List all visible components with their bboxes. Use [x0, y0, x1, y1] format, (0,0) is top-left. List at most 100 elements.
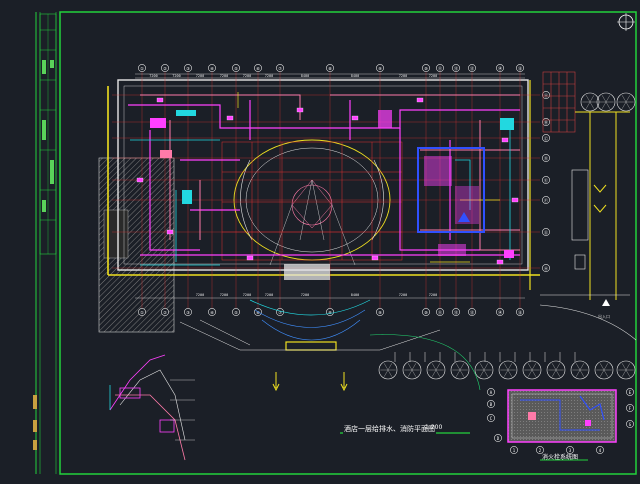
sub-axis-bubble-label: B	[490, 402, 493, 407]
riser-diagram	[109, 354, 195, 461]
fire-hydrants	[136, 97, 519, 265]
tree-branch	[531, 363, 536, 371]
equipment-blocks	[150, 110, 514, 280]
hydrant-cabinet	[501, 137, 509, 143]
tree-branch	[602, 95, 607, 103]
top-axis-bubble-circle	[232, 64, 240, 72]
tree-branch	[600, 363, 605, 371]
tree-icon	[616, 360, 636, 380]
top-axis-bubble-label: ⑧	[328, 66, 332, 71]
sub-axis-bubble-circle	[626, 388, 634, 396]
top-axis-bubble-label: ⑪	[438, 65, 442, 71]
top-axis-bubble-label: ⑥	[256, 66, 260, 71]
adjacent-building-hatch	[98, 157, 175, 333]
top-axis-bubble-circle	[422, 64, 430, 72]
sub-axis-bubble-circle	[487, 400, 495, 408]
sub-axis-bubble-circle	[487, 388, 495, 396]
tree-branch	[384, 363, 389, 371]
tree-branch	[625, 95, 630, 103]
tree-icon	[570, 360, 590, 380]
hydrant-cabinet	[246, 255, 254, 261]
bottom-axis-bubble-label: ⑩	[424, 310, 428, 315]
top-axis-bubble-circle	[184, 64, 192, 72]
tree-branch	[603, 369, 608, 377]
right-axis-bubble-circle	[542, 264, 550, 272]
right-axis-bubble-circle	[542, 91, 550, 99]
right-axis-bubble-label: Ⓔ	[544, 177, 548, 183]
road-label: 出入口	[598, 313, 610, 319]
bottom-axis-bubble-circle	[468, 308, 476, 316]
tree-branch	[504, 369, 509, 377]
tree-branch	[456, 369, 461, 377]
bottom-axis-bubble-circle	[452, 308, 460, 316]
bottom-axis-bubble-circle	[232, 308, 240, 316]
fire-pipes	[130, 130, 511, 266]
yellow-pipes	[237, 92, 500, 263]
right-axis-bubble-label: Ⓑ	[544, 119, 548, 125]
bottom-dim-text: 7200	[301, 293, 309, 297]
revision-stamps	[33, 395, 37, 450]
sub-axis-bubble-label: 1	[513, 448, 516, 453]
landscape-trees	[378, 92, 636, 380]
tree-branch	[622, 363, 627, 371]
sub-axis-bubble-circle	[487, 414, 495, 422]
hydrant-cabinet	[371, 255, 379, 261]
sub-axis-bubble-circle	[494, 434, 502, 442]
sub-axis-bubble-label: E	[629, 390, 632, 395]
sub-axis-bubble-circle	[510, 446, 518, 454]
tree-branch	[605, 95, 610, 103]
right-axis-bubble-label: Ⓖ	[544, 229, 548, 235]
sub-axis-bubble-label: 4	[599, 448, 602, 453]
hydrant-cabinet	[156, 97, 164, 103]
tree-branch	[622, 101, 627, 109]
top-axis-bubble-circle	[496, 64, 504, 72]
pump-room	[417, 147, 485, 233]
hydrant-cabinet	[136, 177, 144, 183]
top-axis-bubble-label: ③	[186, 66, 190, 71]
tree-branch	[432, 363, 437, 371]
tree-branch	[579, 363, 584, 371]
tree-branch	[555, 369, 560, 377]
tree-branch	[507, 369, 512, 377]
tree-branch	[384, 369, 389, 377]
sub-axis-bubble-label: 3	[569, 448, 572, 453]
tree-icon	[498, 360, 518, 380]
tree-icon	[402, 360, 422, 380]
tree-branch	[459, 363, 464, 371]
tree-branch	[507, 363, 512, 371]
tree-branch	[480, 369, 485, 377]
driveway	[575, 111, 630, 300]
bottom-axis-bubble-label: ⑧	[328, 310, 332, 315]
tree-branch	[432, 369, 437, 377]
top-axis-bubble-circle	[276, 64, 284, 72]
tree-branch	[622, 95, 627, 103]
tree-icon	[546, 360, 566, 380]
tree-icon	[378, 360, 398, 380]
bottom-axis-bubble-label: ⑨	[378, 310, 382, 315]
tree-icon	[426, 360, 446, 380]
tree-branch	[531, 369, 536, 377]
right-axis-bubble-circle	[542, 176, 550, 184]
top-dim-text: 7200	[196, 74, 204, 78]
tree-branch	[387, 363, 392, 371]
right-axis-bubble-label: Ⓕ	[544, 197, 548, 203]
sub-axis-bubble-label: 2	[539, 448, 542, 453]
sub-axis-bubble-circle	[626, 404, 634, 412]
tree-branch	[552, 369, 557, 377]
north-marker-icon	[617, 13, 635, 31]
tree-branch	[589, 101, 594, 109]
tree-icon	[474, 360, 494, 380]
bottom-axis-bubble-circle	[436, 308, 444, 316]
right-axis-bubble-label: Ⓓ	[544, 155, 548, 161]
road-edge	[539, 169, 637, 341]
sub-axis-bubble-label: G	[629, 422, 632, 427]
tree-branch	[625, 369, 630, 377]
exit-triangle-icon	[602, 299, 610, 306]
bottom-axis-bubble-label: ⑪	[438, 309, 442, 315]
tree-branch	[408, 369, 413, 377]
top-axis-bubble-label: ⑬	[470, 65, 474, 71]
top-dim-text: 7200	[149, 74, 157, 78]
